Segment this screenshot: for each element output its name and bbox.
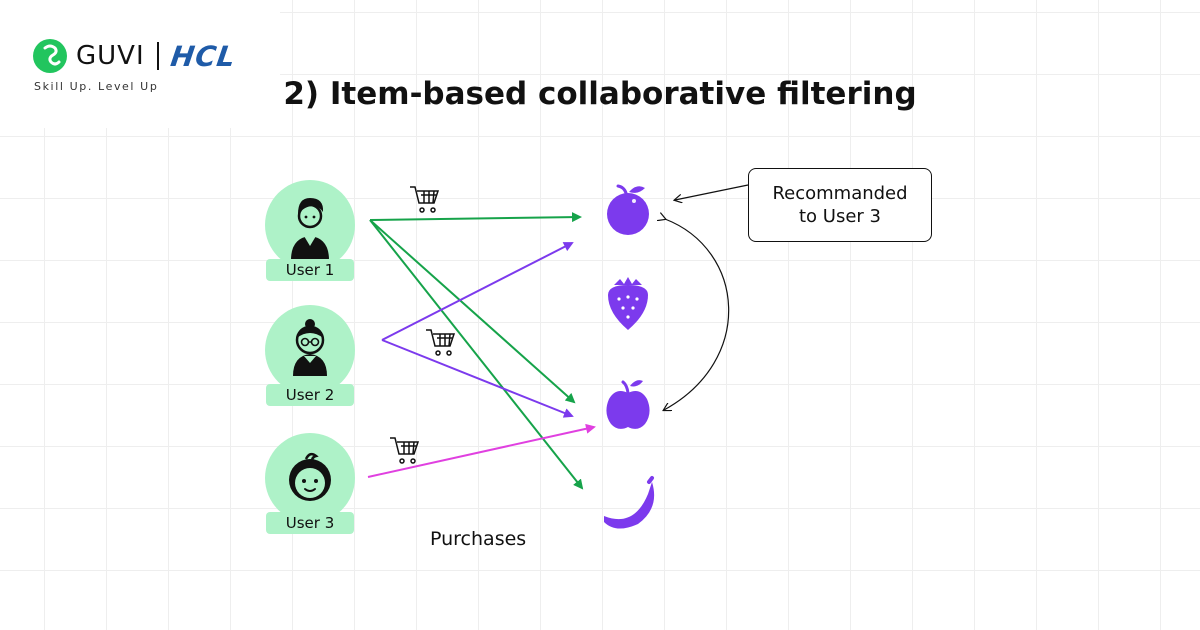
brand-tagline: Skill Up. Level Up	[34, 80, 159, 93]
cart-icon	[410, 186, 440, 213]
edge-user1-orange	[369, 212, 582, 223]
brand-logo[interactable]: GUVI HCL	[32, 38, 238, 74]
edge-user2-orange	[381, 242, 574, 341]
purchases-label: Purchases	[430, 528, 527, 550]
recommendation-pointer	[675, 184, 749, 200]
recommendation-box: Recommanded to User 3	[748, 168, 932, 242]
recommendation-line-2: to User 3	[799, 206, 881, 227]
man-icon	[291, 198, 329, 260]
old-woman-icon	[293, 319, 327, 376]
edge-user1-apple	[369, 219, 576, 404]
edge-user2-apple	[381, 339, 574, 418]
user-1-label: User 1	[266, 259, 354, 281]
baby-icon	[289, 452, 331, 501]
orange-icon[interactable]	[607, 184, 649, 235]
page-title-text: 2) Item-based collaborative filtering	[283, 76, 917, 112]
user-2-label: User 2	[266, 384, 354, 406]
apple-icon[interactable]	[606, 380, 650, 429]
brand-divider	[156, 42, 159, 70]
recommendation-line-1: Recommanded	[772, 183, 908, 204]
item-similarity-arc	[664, 219, 730, 410]
strawberry-icon[interactable]	[608, 277, 648, 330]
edge-user3-apple	[367, 423, 596, 478]
cart-icon	[426, 329, 456, 356]
page-title: 2) Item-based collaborative filtering	[0, 76, 1200, 112]
guvi-logo-icon	[33, 39, 67, 73]
edge-user1-banana	[369, 219, 584, 490]
banana-icon[interactable]	[604, 476, 655, 529]
user-3-label: User 3	[266, 512, 354, 534]
cart-icon	[390, 437, 420, 464]
brand-name: GUVI	[76, 41, 145, 71]
